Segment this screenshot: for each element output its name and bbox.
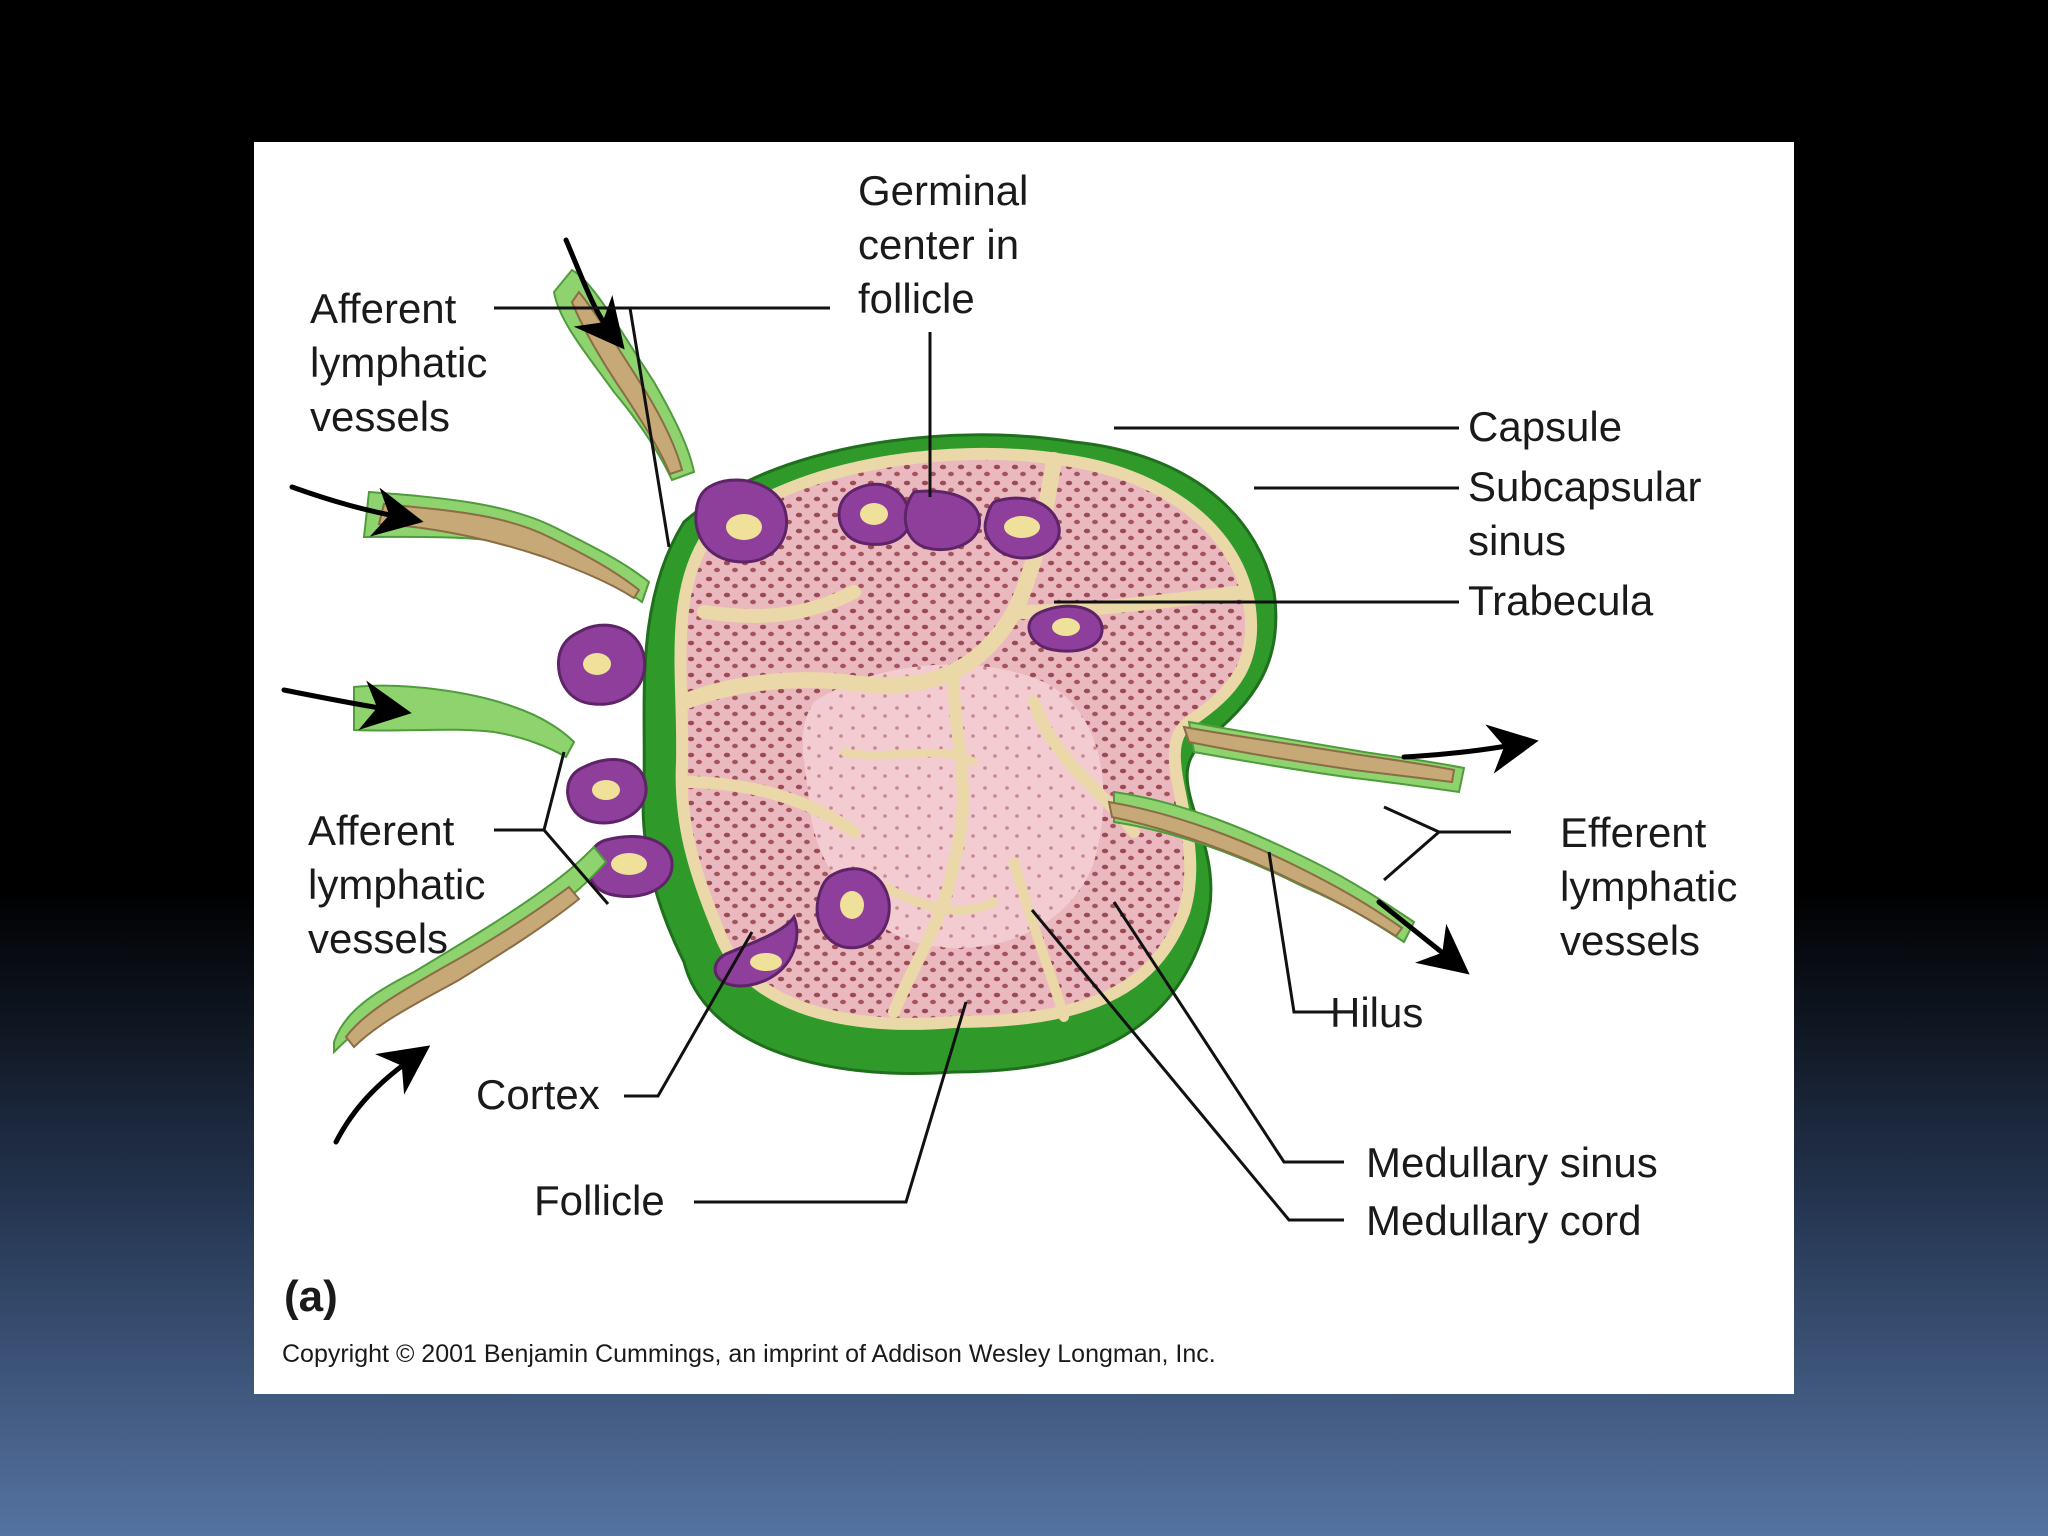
subcapsular-line-1: Subcapsular	[1468, 463, 1702, 510]
leader-hilus	[1267, 851, 1338, 1014]
efferent-vessel-lower	[1107, 790, 1416, 944]
leader-follicle	[694, 1001, 968, 1204]
efferent-line-2: lymphatic	[1560, 863, 1738, 910]
arrow-afferent-top	[563, 237, 625, 350]
lymph-node-illustration	[281, 237, 1539, 1222]
label-trabecula: Trabecula	[1468, 577, 1654, 624]
follicle-10	[815, 867, 891, 950]
label-afferent-top: Afferent lymphatic vessels	[310, 282, 487, 444]
follicle-4	[983, 496, 1061, 560]
afferent-bottom-line-1: Afferent	[308, 807, 455, 854]
label-hilus: Hilus	[1330, 989, 1424, 1036]
afferent-top-line-2: lymphatic	[310, 339, 488, 386]
leader-cortex	[624, 931, 754, 1098]
follicle-2	[837, 482, 912, 546]
afferent-vessel-lower-left	[333, 845, 608, 1055]
germinal-line-3: follicle	[858, 275, 975, 322]
leader-medullary-sinus	[1112, 901, 1344, 1164]
diagram-panel: Germinal center in follicle Afferent lym…	[254, 142, 1794, 1394]
afferent-vessel-top	[552, 268, 696, 482]
arrow-efferent-upper	[1401, 724, 1539, 774]
afferent-top-line-3: vessels	[310, 393, 451, 440]
label-germinal-center: Germinal center in follicle	[858, 164, 1028, 326]
follicle-7	[566, 758, 648, 825]
flow-arrows	[281, 237, 1539, 1145]
efferent-vessel-upper	[1182, 720, 1466, 794]
afferent-bottom-line-3: vessels	[308, 915, 449, 962]
label-efferent: Efferent lymphatic vessels	[1560, 806, 1737, 968]
follicle-8	[586, 835, 674, 898]
leader-medullary-cord	[1030, 909, 1344, 1222]
follicle-9	[713, 913, 799, 988]
arrow-afferent-lower-left	[333, 1045, 431, 1145]
arrow-afferent-upper-left	[289, 484, 424, 537]
label-medullary-sinus: Medullary sinus	[1366, 1139, 1658, 1186]
label-follicle: Follicle	[534, 1177, 665, 1224]
label-medullary-cord: Medullary cord	[1366, 1197, 1642, 1244]
germinal-line-2: center in	[858, 221, 1020, 268]
follicle-1	[694, 478, 789, 564]
subcapsular-line-2: sinus	[1468, 517, 1567, 564]
leader-efferent	[1383, 805, 1511, 882]
leader-lines	[494, 306, 1511, 1222]
label-afferent-bottom: Afferent lymphatic vessels	[308, 804, 485, 966]
arrow-afferent-middle-left	[281, 680, 412, 731]
follicle-3	[903, 489, 981, 552]
germinal-line-1: Germinal	[858, 167, 1029, 214]
leader-afferent-top	[494, 306, 830, 548]
efferent-line-3: vessels	[1560, 917, 1701, 964]
follicle-5	[1027, 604, 1104, 653]
afferent-vessel-middle-left	[353, 684, 576, 759]
leader-afferent-bottom	[494, 751, 610, 905]
label-subcapsular-sinus: Subcapsular sinus	[1468, 460, 1701, 568]
follicle-6	[556, 623, 647, 706]
panel-letter: (a)	[284, 1272, 338, 1321]
efferent-line-1: Efferent	[1560, 809, 1707, 856]
afferent-vessel-upper-left	[362, 490, 651, 604]
label-capsule: Capsule	[1468, 403, 1623, 450]
label-cortex: Cortex	[476, 1071, 600, 1118]
afferent-top-line-1: Afferent	[310, 285, 457, 332]
copyright-notice: Copyright © 2001 Benjamin Cummings, an i…	[282, 1340, 1216, 1368]
afferent-bottom-line-2: lymphatic	[308, 861, 486, 908]
arrow-efferent-lower	[1376, 899, 1470, 975]
follicles	[556, 478, 1104, 988]
